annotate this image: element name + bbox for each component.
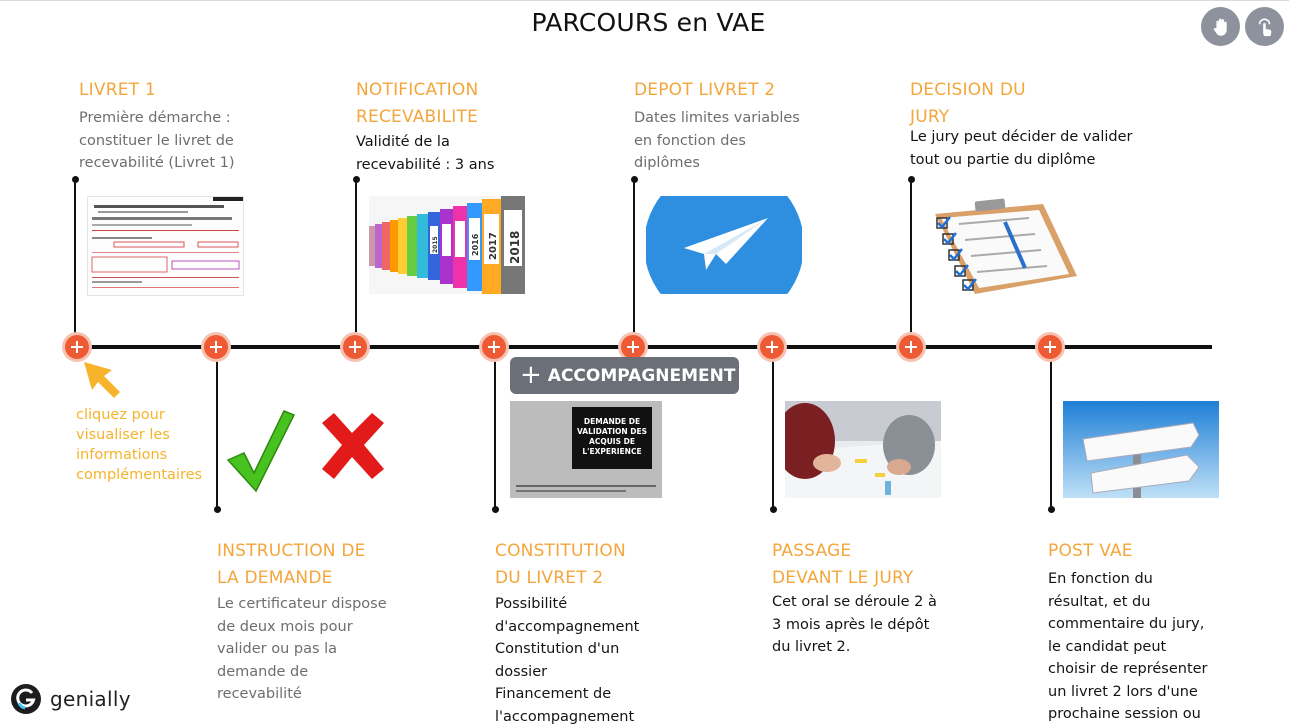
timeline-stem <box>633 180 635 347</box>
timeline-stem <box>355 180 357 347</box>
info-plus-button-post-vae[interactable] <box>1038 335 1062 359</box>
pointer-arrow-icon <box>84 362 120 398</box>
stem-end-dot <box>1048 506 1055 513</box>
accompagnement-button[interactable]: + ACCOMPAGNEMENT <box>510 357 739 394</box>
stem-end-dot <box>770 506 777 513</box>
document-cover: DEMANDE DE VALIDATION DES ACQUIS DE L'EX… <box>572 407 652 469</box>
genially-logo[interactable]: genially <box>10 683 131 715</box>
timeline-stem <box>1050 347 1052 510</box>
hand-icon <box>1213 18 1227 36</box>
binder-year-label: 2015 <box>432 236 439 253</box>
step-desc-post-vae: En fonction du résultat, et du commentai… <box>1048 571 1208 722</box>
step-title-instruction: INSTRUCTION DE LA DEMANDE <box>217 541 366 588</box>
genially-logo-icon <box>11 684 41 714</box>
binders-image: 2015 2016 2017 2018 <box>369 196 525 294</box>
stem-end-dot <box>214 506 221 513</box>
check-and-cross-image <box>222 405 384 495</box>
info-plus-button-instruction[interactable] <box>204 335 228 359</box>
info-plus-button-constitution[interactable] <box>482 335 506 359</box>
signpost-image <box>1063 401 1219 498</box>
step-title-constitution: CONSTITUTION DU LIVRET 2 <box>495 541 626 588</box>
timeline-stem <box>910 180 912 347</box>
accompagnement-label: ACCOMPAGNEMENT <box>547 365 736 386</box>
top-border <box>0 0 1289 1</box>
stem-end-dot <box>72 176 79 183</box>
jury-meeting-photo <box>785 401 941 498</box>
paper-plane-image <box>646 196 802 294</box>
binder-year-label: 2018 <box>508 231 522 264</box>
info-plus-button-passage[interactable] <box>760 335 784 359</box>
stem-end-dot <box>353 176 360 183</box>
clipboard-checklist-image <box>925 196 1081 294</box>
timeline-stem <box>772 347 774 510</box>
step-desc-instruction: Le certificateur dispose de deux mois po… <box>217 596 387 702</box>
step-desc-notification: Validité de la recevabilité : 3 ans <box>356 134 495 173</box>
info-plus-button-depot[interactable] <box>621 335 645 359</box>
timeline-stem <box>494 347 496 510</box>
step-title-passage: PASSAGE DEVANT LE JURY <box>772 541 914 588</box>
step-title-livret-1: LIVRET 1 <box>79 80 156 100</box>
form-document-image <box>87 196 244 296</box>
genially-logo-text: genially <box>50 687 131 711</box>
checkmark-icon <box>226 410 296 493</box>
vae-document-image: DEMANDE DE VALIDATION DES ACQUIS DE L'EX… <box>510 401 662 498</box>
timeline-stem <box>74 180 76 347</box>
click-hint: cliquez pour visualiser les informations… <box>76 407 203 483</box>
grab-mode-button[interactable] <box>1201 7 1240 46</box>
interaction-mode-button[interactable] <box>1245 7 1284 46</box>
step-title-notification: NOTIFICATION RECEVABILITE <box>356 80 479 127</box>
stem-end-dot <box>492 506 499 513</box>
binder-year-label: 2017 <box>488 232 499 260</box>
step-desc-decision: Le jury peut décider de valider tout ou … <box>910 129 1133 168</box>
page-title: PARCOURS en VAE <box>531 8 766 37</box>
stem-end-dot <box>908 176 915 183</box>
step-desc-passage: Cet oral se déroule 2 à 3 mois après le … <box>772 594 937 655</box>
step-desc-depot: Dates limites variables en fonction des … <box>634 110 800 171</box>
stem-end-dot <box>631 176 638 183</box>
info-plus-button-livret-1[interactable] <box>65 335 89 359</box>
step-title-post-vae: POST VAE <box>1048 541 1133 561</box>
step-title-decision: DECISION DU JURY <box>910 80 1026 127</box>
step-desc-livret-1: Première démarche : constituer le livret… <box>79 110 235 171</box>
pointer-touch-icon <box>1258 18 1271 36</box>
step-title-depot: DEPOT LIVRET 2 <box>634 80 776 100</box>
timeline-stem <box>216 347 218 510</box>
info-plus-button-notification[interactable] <box>343 335 367 359</box>
binder-year-label: 2016 <box>471 233 480 256</box>
info-plus-button-decision[interactable] <box>899 335 923 359</box>
cross-icon <box>322 413 384 479</box>
step-desc-constitution: Possibilité d'accompagnement Constitutio… <box>495 596 640 725</box>
plus-icon: + <box>520 359 542 390</box>
